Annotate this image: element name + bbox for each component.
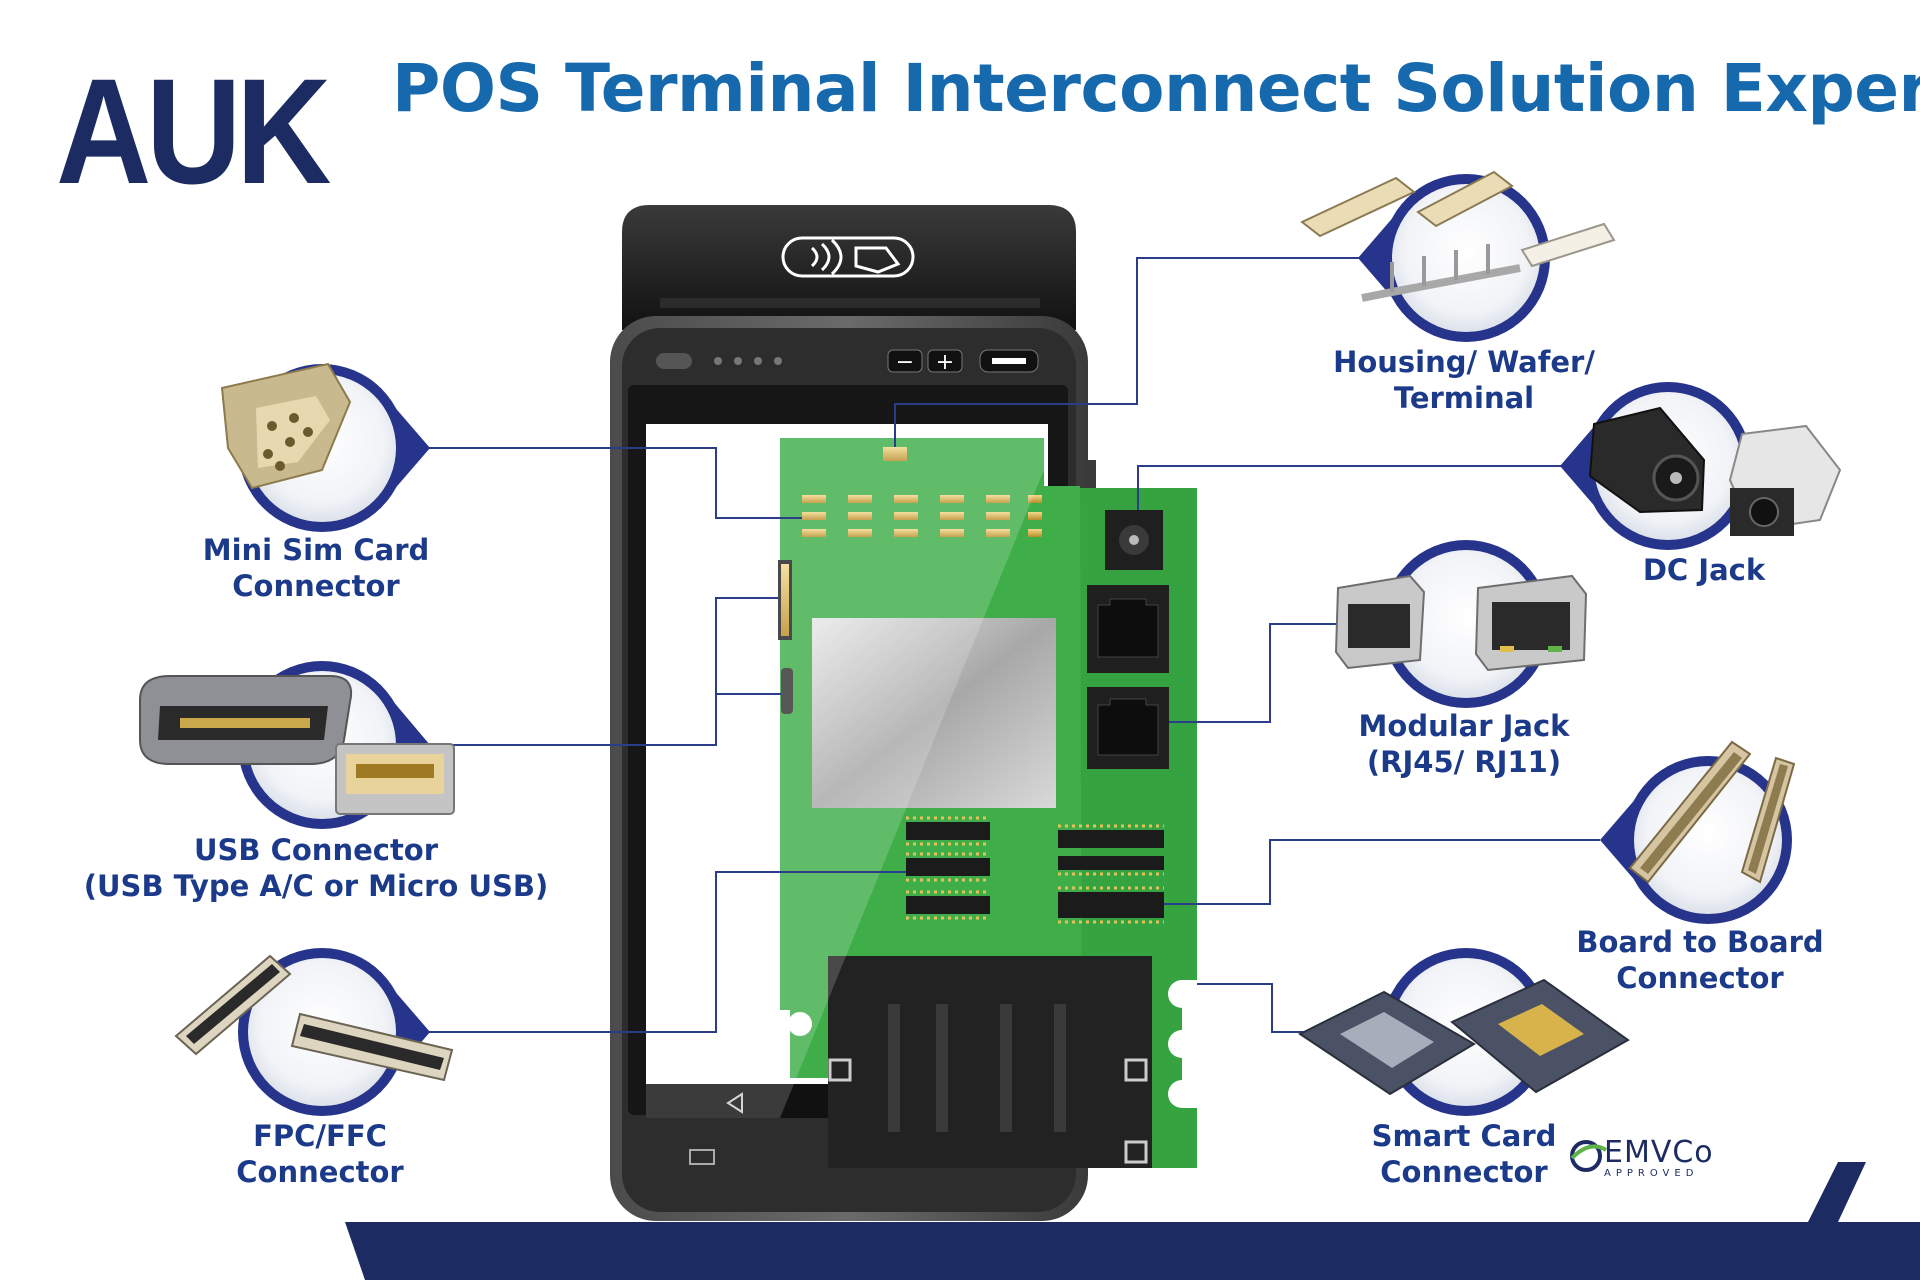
pcb-board [646,424,1198,1168]
label-line2: (RJ45/ RJ11) [1366,745,1562,779]
label-fpc-ffc: FPC/FFC Connector [236,1118,403,1190]
label-line1: Housing/ Wafer/ [1333,345,1595,379]
label-line2: Terminal [1393,381,1535,415]
label-line2: (USB Type A/C or Micro USB) [83,869,549,903]
svg-text:−: − [896,350,914,375]
emvco-name: EMVCo [1604,1135,1714,1170]
label-board-to-board: Board to Board Connector [1576,924,1823,996]
fpc-connector-icon [174,948,454,1116]
emvco-badge: EMVCo APPROVED [1604,1138,1714,1180]
label-smart-card: Smart Card Connector [1372,1118,1557,1190]
label-line1: Modular Jack [1358,709,1570,743]
label-line1: FPC/FFC [253,1119,387,1153]
auk-logo: AUK [56,47,331,215]
emvco-approved: APPROVED [1604,1168,1699,1179]
label-modular-jack: Modular Jack (RJ45/ RJ11) [1359,708,1570,780]
label-dc-jack: DC Jack [1643,552,1765,588]
leader-lines [412,257,1600,1033]
wafer-terminal-icon [1300,170,1616,342]
contactless-icon [781,236,915,278]
emvco-logo-icon [1570,1140,1608,1172]
label-line2: Connector [232,569,400,603]
label-line1: DC Jack [1642,553,1766,587]
label-line1: USB Connector [193,833,439,867]
label-line2: Connector [1380,1155,1548,1189]
footer-band [345,1222,1920,1280]
label-line1: Smart Card [1371,1119,1557,1153]
sim-card-connector-icon [220,362,430,532]
board-to-board-icon [1600,740,1796,924]
rj45-jack-icon [1334,540,1588,708]
svg-text:+: + [936,350,954,375]
page-title: POS Terminal Interconnect Solution Exper… [392,50,1920,127]
label-line1: Board to Board [1576,925,1824,959]
label-line2: Connector [236,1155,404,1189]
label-housing: Housing/ Wafer/ Terminal [1333,344,1595,416]
label-line2: Connector [1616,961,1784,995]
smart-card-connector-icon [1298,948,1630,1116]
dc-jack-icon [1560,382,1842,550]
usb-connector-icon [139,661,455,829]
label-mini-sim: Mini Sim Card Connector [203,532,430,604]
footer-chevron [1808,1162,1866,1280]
label-line1: Mini Sim Card [202,533,430,567]
label-usb: USB Connector (USB Type A/C or Micro USB… [84,832,549,904]
callout-circles [139,170,1842,1116]
